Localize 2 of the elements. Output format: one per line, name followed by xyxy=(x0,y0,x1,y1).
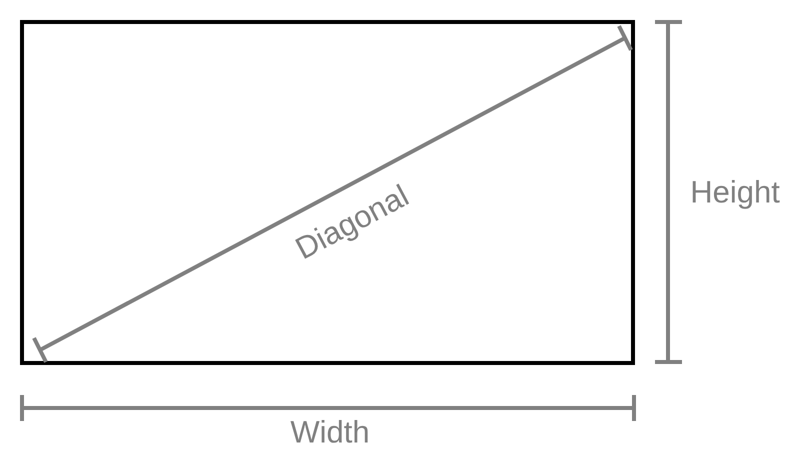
dimension-label: Height xyxy=(690,176,780,208)
dimension-label: Width xyxy=(290,416,370,448)
